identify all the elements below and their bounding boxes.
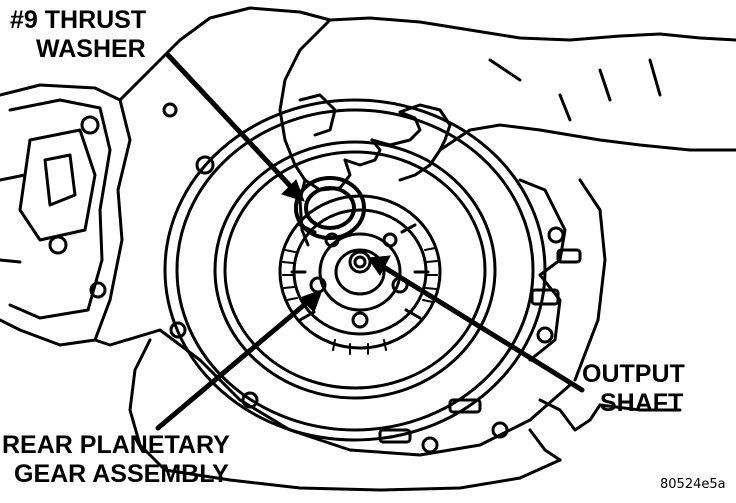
drum-teeth — [282, 247, 438, 355]
label-rear-planetary-line1: REAR PLANETARY — [2, 431, 230, 459]
flange-ring — [163, 98, 547, 442]
label-thrust-washer-line2: WASHER — [36, 35, 146, 63]
label-thrust-washer: #9 THRUST WASHER — [10, 8, 146, 62]
label-output-shaft: OUTPUT SHAFT — [582, 362, 685, 416]
arrow-rear-planetary — [155, 289, 323, 431]
label-rear-planetary-line2: GEAR ASSEMBLY — [14, 460, 229, 488]
label-output-shaft-line2: SHAFT — [600, 389, 684, 417]
label-output-shaft-line1: OUTPUT — [582, 360, 685, 388]
arrow-output-shaft — [367, 255, 585, 393]
case-outline — [93, 6, 682, 492]
left-housing — [0, 83, 132, 347]
label-rear-planetary: REAR PLANETARY GEAR ASSEMBLY — [2, 433, 230, 487]
label-thrust-washer-line1: #9 THRUST — [10, 6, 147, 34]
hand-arm — [278, 16, 736, 247]
leader-arrows — [155, 52, 585, 431]
arrow-thrust-washer — [165, 52, 305, 202]
thrust-washer-ring — [294, 176, 366, 240]
figure-code: 80524e5a — [660, 477, 726, 492]
